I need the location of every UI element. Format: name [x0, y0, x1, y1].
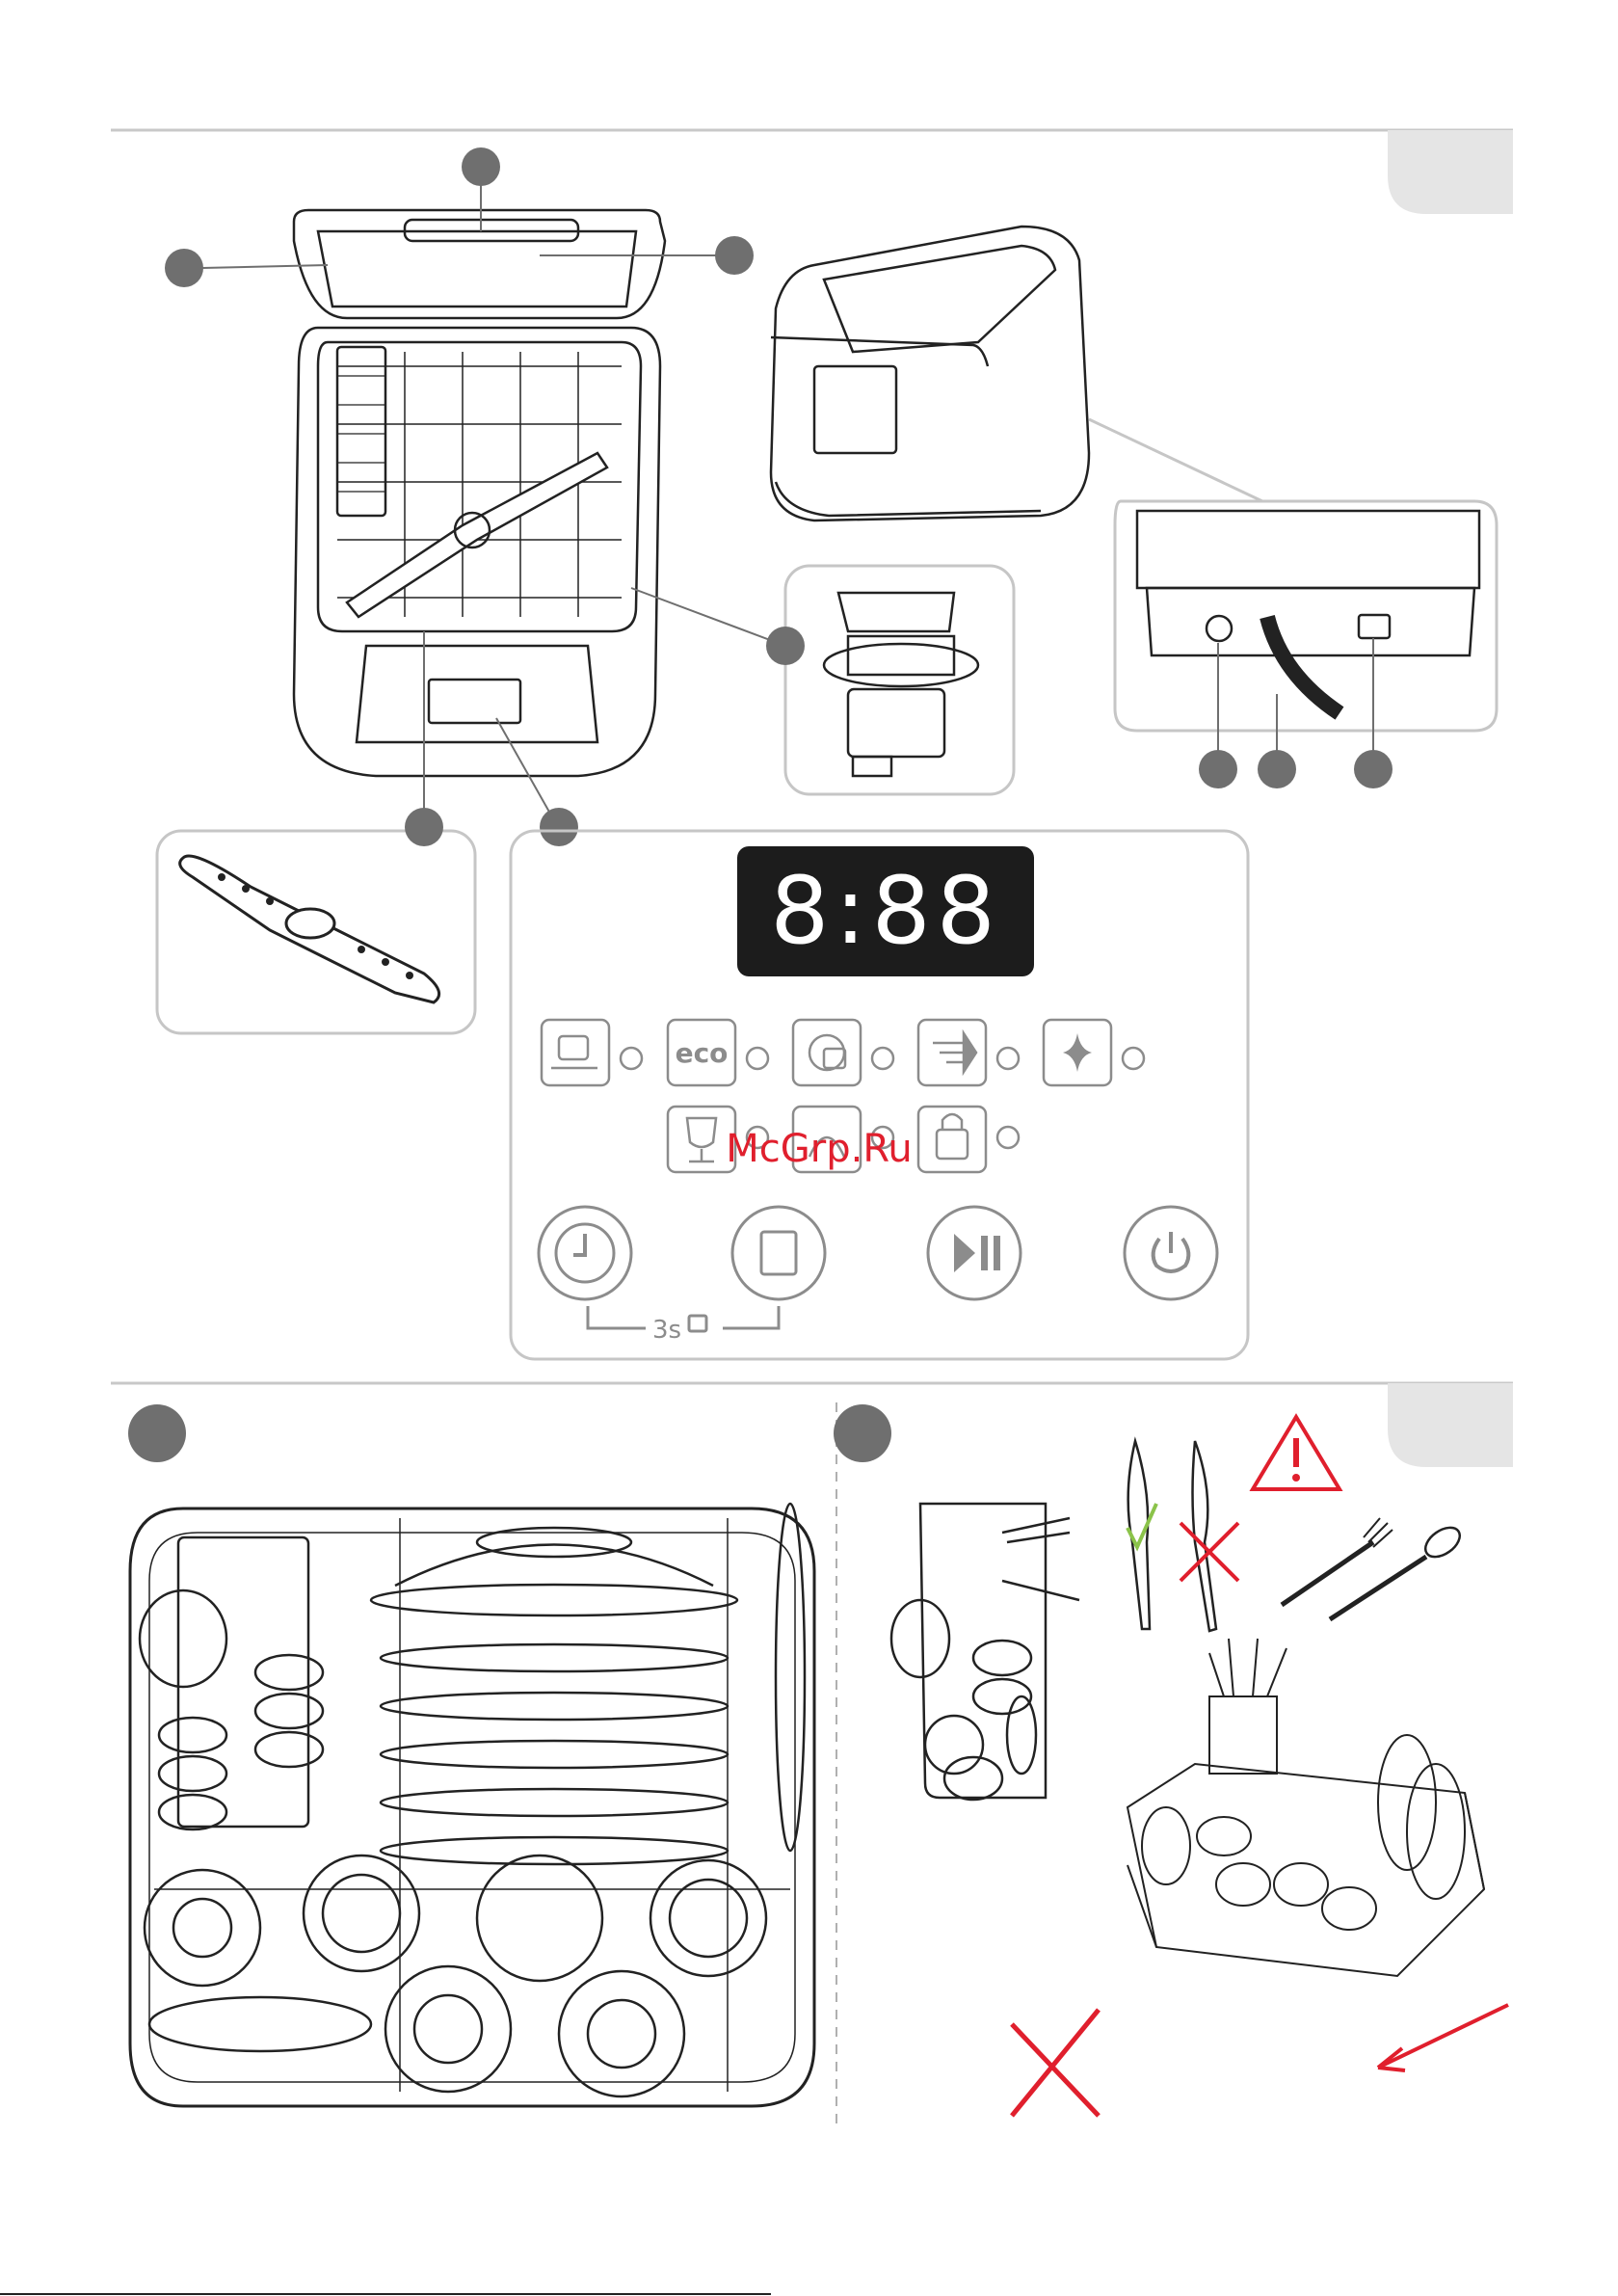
dishwasher-open-view [294, 210, 665, 776]
display-digits: 8:88 [770, 857, 1001, 965]
child-lock-icon[interactable] [918, 1107, 986, 1172]
callout-top-cover [715, 236, 754, 275]
power-socket [1359, 615, 1390, 638]
spray-arm-detail [157, 831, 475, 1033]
callout-circles [165, 147, 1393, 846]
door-icon [761, 1232, 796, 1274]
lock-hint: 3s [652, 1316, 681, 1345]
door-open-button[interactable] [732, 1207, 825, 1299]
drain-hose [1267, 617, 1339, 713]
auto-plate-cup-icon[interactable] [793, 1020, 861, 1085]
mini-control-panel [429, 680, 520, 723]
callout-drain-hose [1258, 750, 1296, 788]
check-mark [1127, 1504, 1156, 1547]
led-lock [997, 1127, 1019, 1148]
open-lid [294, 210, 665, 318]
control-panel: 8:88 [511, 831, 1248, 1359]
callout-lid-handle [462, 147, 500, 186]
rear-panel-view [1115, 501, 1497, 731]
body-outline [294, 328, 660, 776]
callout-spray-arm [405, 808, 443, 846]
section-tab-1 [1388, 130, 1513, 214]
led-sparkle [1123, 1048, 1144, 1069]
callout-filter [766, 627, 805, 665]
lock-bracket [588, 1306, 646, 1328]
led-intensive [621, 1048, 642, 1069]
cutlery-basket-mini [337, 347, 385, 516]
spoon-icon [1330, 1557, 1426, 1619]
intensive-pot-icon[interactable] [542, 1020, 609, 1085]
drain-socket [1207, 616, 1232, 641]
cutlery-basket [178, 1537, 308, 1827]
loaded-rack-perspective [1127, 1639, 1484, 1976]
eco-label: eco [676, 1037, 729, 1069]
callout-cutlery [834, 1404, 891, 1462]
led-quick [997, 1048, 1019, 1069]
callout-control-panel [540, 808, 578, 846]
play-pause-icon [954, 1234, 975, 1272]
watermark: McGrp.Ru [726, 1127, 912, 1171]
rear-callout-line [1089, 419, 1262, 501]
fork-icon [1282, 1542, 1373, 1605]
led-eco [747, 1048, 768, 1069]
loaded-rack-top-view [130, 1504, 814, 2106]
dishwasher-closed-view [771, 227, 1089, 521]
plates [371, 1528, 737, 1864]
callout-loading [128, 1404, 186, 1462]
led-auto [872, 1048, 893, 1069]
filter-detail [785, 566, 1014, 794]
section-tab-2 [1388, 1383, 1513, 1467]
cutlery-basket-side-view [891, 1504, 1079, 1800]
do-not-cross-mark [1012, 2010, 1099, 2116]
callout-drain-socket [1199, 750, 1237, 788]
slide-arrow-icon [1378, 2005, 1508, 2068]
callout-power-socket [1354, 750, 1393, 788]
callout-lid [165, 249, 203, 287]
front-window [814, 366, 896, 453]
